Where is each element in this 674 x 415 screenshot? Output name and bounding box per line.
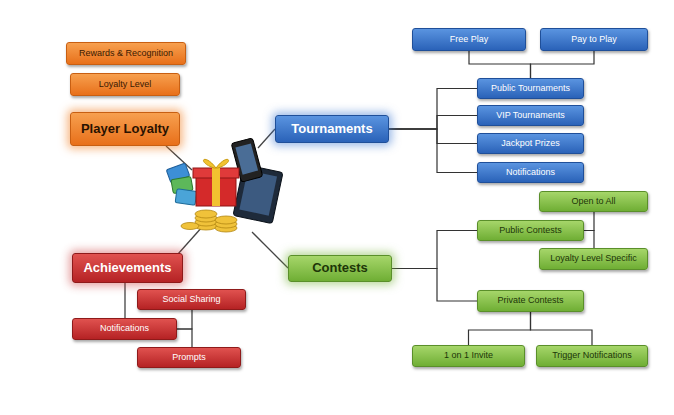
connector-line: [177, 329, 192, 347]
connector-line: [392, 231, 477, 269]
box-label: Public Tournaments: [491, 84, 570, 94]
box-label: Player Loyalty: [81, 122, 169, 136]
box-label: Pay to Play: [571, 35, 617, 45]
box-label: VIP Tournaments: [496, 111, 565, 121]
box-label: Notifications: [506, 168, 555, 178]
box-label: Rewards & Recognition: [79, 49, 173, 59]
contest-box: Open to All: [539, 191, 648, 212]
connector-line: [584, 231, 594, 249]
branch-box: Tournaments: [275, 115, 389, 143]
box-label: Free Play: [450, 35, 489, 45]
box-label: Notifications: [100, 324, 149, 334]
connector-line: [531, 312, 593, 345]
box-label: Trigger Notifications: [552, 351, 632, 361]
connector-line: [389, 116, 477, 130]
connector-line: [531, 51, 595, 78]
box-label: Jackpot Prizes: [501, 139, 560, 149]
coins-icon: [181, 210, 237, 232]
branch-box: Achievements: [72, 253, 183, 283]
cards-icon: [166, 163, 197, 205]
loyalty-box: Loyalty Level: [70, 73, 180, 96]
gift-box-icon: [193, 159, 239, 206]
connector-line: [389, 129, 477, 173]
achievement-box: Prompts: [137, 347, 241, 368]
loyalty-box: Rewards & Recognition: [66, 42, 186, 65]
connector-line: [124, 283, 125, 318]
connector-line: [389, 129, 477, 144]
box-label: Social Sharing: [162, 295, 220, 305]
contest-box: 1 on 1 Invite: [412, 345, 525, 367]
tournament-box: Pay to Play: [540, 28, 648, 51]
box-label: Loyalty Level: [99, 80, 152, 90]
contest-box: Trigger Notifications: [536, 345, 648, 367]
connector-line: [469, 312, 531, 345]
box-label: Private Contests: [497, 296, 563, 306]
box-label: Loyalty Level Specific: [550, 254, 637, 264]
tournament-box: Notifications: [477, 162, 584, 183]
box-label: Open to All: [571, 197, 615, 207]
contest-box: Public Contests: [477, 220, 584, 241]
achievement-box: Social Sharing: [137, 289, 246, 310]
box-label: Tournaments: [291, 122, 372, 136]
achievement-box: Notifications: [72, 318, 177, 340]
box-label: Achievements: [83, 261, 171, 275]
tournament-box: Free Play: [412, 28, 526, 51]
contest-box: Loyalty Level Specific: [539, 248, 648, 270]
contest-box: Private Contests: [477, 290, 584, 312]
box-label: Public Contests: [499, 226, 562, 236]
box-label: 1 on 1 Invite: [444, 351, 493, 361]
hub-lines: [166, 129, 288, 268]
connector-line: [177, 310, 192, 329]
connector-line: [392, 269, 477, 302]
branch-box: Player Loyalty: [70, 112, 180, 146]
connector-line: [389, 89, 477, 130]
tournament-box: Public Tournaments: [477, 78, 584, 99]
box-label: Contests: [312, 261, 368, 275]
box-label: Prompts: [172, 353, 206, 363]
tournament-box: VIP Tournaments: [477, 105, 584, 126]
branch-box: Contests: [288, 255, 392, 282]
tournament-box: Jackpot Prizes: [477, 133, 584, 154]
connector-line: [469, 51, 531, 78]
connector-line: [584, 212, 594, 231]
